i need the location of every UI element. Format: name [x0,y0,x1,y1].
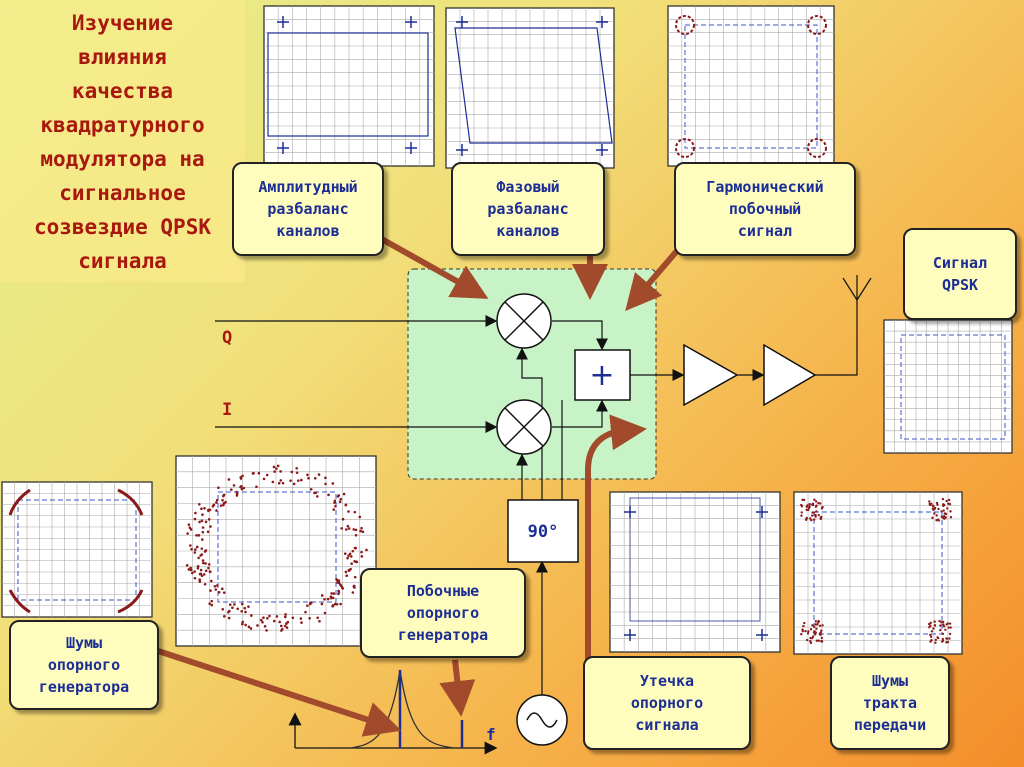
label-lo-leakage: Утечка опорного сигнала [583,656,751,750]
title-panel: Изучение влияния качества квадратурного … [0,0,245,282]
label-lo-noise: Шумы опорного генератора [9,620,159,710]
spectrum-plot [288,669,498,755]
arrow-leak [585,414,647,690]
amplifier-1 [683,343,739,407]
label-tx-noise: Шумы тракта передачи [830,656,950,750]
frequency-axis-label: f [486,725,496,744]
phase-shifter-label: 90° [528,522,559,542]
oscillator-icon [516,694,568,746]
adder-symbol: + [589,358,614,393]
label-amplitude-imbalance: Амплитудный разбаланс каналов [232,162,384,256]
label-qpsk-signal: Сигнал QPSK [903,228,1017,320]
i-signal-label: I [222,400,233,420]
phase-shifter-block [507,499,579,563]
amplifier-2 [763,343,817,407]
q-signal-label: Q [222,328,233,348]
mixer-q [496,293,552,349]
label-harmonic-spur: Гармонический побочный сигнал [674,162,856,256]
page-title: Изучение влияния качества квадратурного … [33,11,211,273]
arrow-lo-noise [154,647,402,737]
label-lo-spurs: Побочные опорного генератора [360,568,526,658]
adder-block [574,349,631,401]
arrow-lo-spurs [439,659,476,717]
label-phase-imbalance: Фазовый разбаланс каналов [451,162,605,256]
mixer-i [496,399,552,455]
